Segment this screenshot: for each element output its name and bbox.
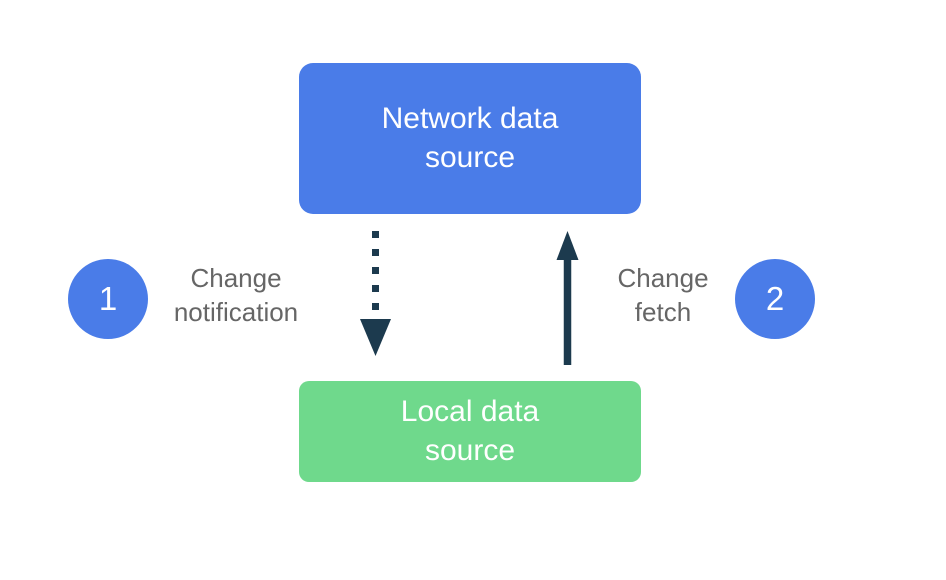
step-2-number: 2 xyxy=(765,280,785,317)
change-notification-arrowhead-icon xyxy=(360,319,391,356)
network-data-source-label: Network data source xyxy=(381,102,559,174)
step-1-badge: 1 xyxy=(68,259,148,339)
change-notification-arrow xyxy=(360,231,391,356)
step-2-badge: 2 xyxy=(735,259,815,339)
change-notification-label: Change notification xyxy=(173,263,299,327)
change-fetch-label: Change fetch xyxy=(617,263,709,327)
step-1-number: 1 xyxy=(98,280,118,317)
network-data-source-node: Network data source xyxy=(299,63,641,214)
change-fetch-arrowhead-icon xyxy=(556,231,579,260)
local-data-source-label: Local data source xyxy=(400,395,540,467)
local-data-source-node: Local data source xyxy=(299,381,641,482)
